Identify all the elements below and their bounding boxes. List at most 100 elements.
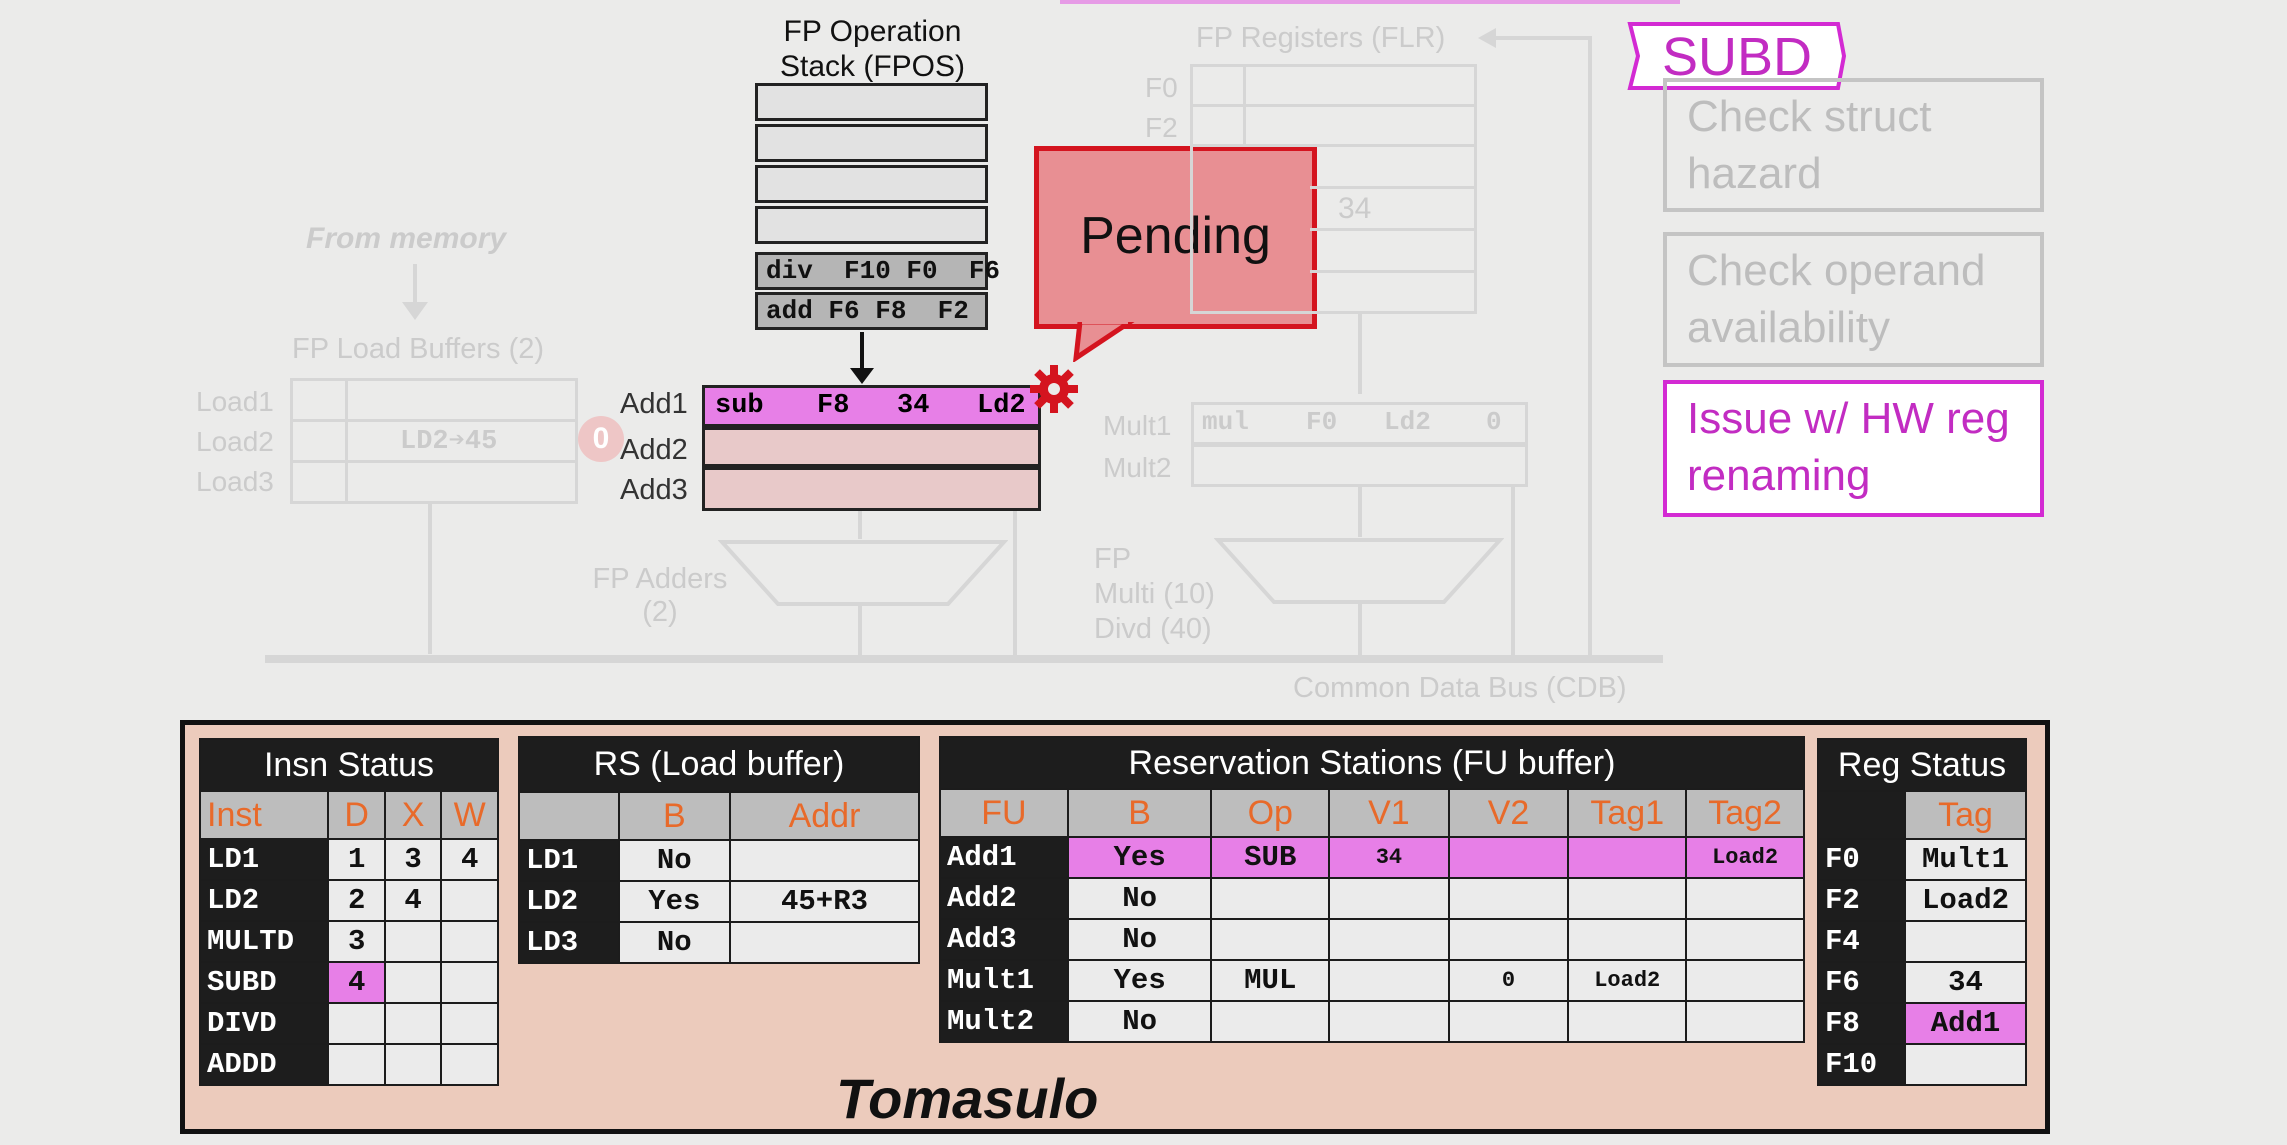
insn-cell (440, 1002, 499, 1045)
reservation-stations-title: Reservation Stations (FU buffer) (939, 736, 1805, 790)
rs-header-b: B (1066, 788, 1213, 838)
rs-cell (1685, 877, 1805, 920)
add1-dest: F8 (817, 391, 850, 421)
stage-2-text: Check operand availability (1687, 246, 1986, 352)
insn-cell: 1 (327, 838, 386, 881)
rs-row-label: Mult2 (939, 1000, 1069, 1043)
reg-status-row-label: F0 (1816, 838, 1907, 881)
stage-3-text: Issue w/ HW reg renaming (1687, 394, 2010, 500)
insn-header-d: D (327, 790, 386, 840)
insn-cell (440, 1043, 499, 1086)
load-buffer-row-3 (290, 460, 578, 504)
cdb-up-line (1588, 36, 1592, 658)
reg-status-title: Reg Status (1817, 738, 2027, 792)
insn-cell: 4 (440, 838, 499, 881)
rs-cell: 0 (1447, 959, 1570, 1002)
reg-label-f2: F2 (1145, 112, 1178, 143)
fpos-title-line2: Stack (FPOS) (779, 50, 966, 83)
mult1-dest: F0 (1306, 407, 1338, 437)
reg-arrow-head (1478, 28, 1496, 48)
rs-cell (1567, 877, 1688, 920)
subd-tag-frame (1627, 22, 1847, 90)
mult1-label: Mult1 (1103, 410, 1172, 441)
rs-cell (1210, 877, 1331, 920)
load2-label: Load2 (196, 426, 274, 457)
reg-value: 34 (1338, 192, 1372, 225)
add1-v1: 34 (897, 391, 930, 421)
fp-registers-box (1190, 64, 1477, 314)
rs-cell-highlight: 34 (1328, 836, 1450, 879)
mult1-station: mul F0 Ld2 0 (1191, 402, 1528, 445)
add1-tag: Ld2 (977, 391, 1026, 421)
mult1-src: Ld2 (1384, 407, 1431, 437)
stage-check-operand-availability: Check operand availability (1663, 232, 2044, 367)
memory-arrow-head (402, 302, 428, 320)
insn-cell-highlight: 4 (327, 961, 386, 1004)
rs-row-label: Add1 (939, 836, 1069, 879)
common-data-bus (265, 655, 1663, 663)
reg-label-f0: F0 (1145, 72, 1178, 103)
insn-status-title: Insn Status (199, 738, 499, 792)
rs-cell: No (1066, 1000, 1213, 1043)
rs-cell-highlight: Load2 (1685, 836, 1805, 879)
load-buffer-table: RS (Load buffer) B Addr LD1 No LD2 Yes 4… (518, 736, 920, 964)
insn-row-label: SUBD (198, 961, 330, 1004)
reg-status-row-label: F2 (1816, 879, 1907, 922)
fpos-entry-add: add F6 F8 F2 (755, 292, 988, 330)
pending-callout-text: Pending (1080, 207, 1271, 265)
mult2-station (1191, 444, 1528, 487)
rs-cell (1328, 1000, 1450, 1043)
insn-cell (327, 1002, 386, 1045)
reg-row-line (1310, 186, 1477, 189)
add1-station: sub F8 34 Ld2 (702, 385, 1041, 427)
reg-status-table: Reg Status Tag F0 Mult1 F2 Load2 F4 F6 3… (1816, 738, 2027, 1086)
cdb-label: Common Data Bus (CDB) (1293, 672, 1627, 704)
load-buffer-row-label: LD1 (518, 839, 620, 882)
load-buffer-header-addr: Addr (729, 791, 920, 841)
mult1-v2: 0 (1486, 407, 1502, 437)
load-buffer-header-blank (518, 791, 620, 841)
adder-feedback-line (1013, 511, 1017, 656)
insn-cell: 3 (327, 920, 386, 963)
rs-header-tag1: Tag1 (1567, 788, 1688, 838)
fp-registers-title: FP Registers (FLR) (1196, 22, 1446, 54)
reg-row-line (1190, 104, 1477, 107)
fpos-entry-div: div F10 F0 F6 (755, 252, 1000, 290)
adder-out-line (858, 604, 862, 656)
mult-out-line (1358, 604, 1362, 656)
insn-cell (327, 1043, 386, 1086)
load-buffer-cell: No (617, 921, 732, 964)
add2-label: Add2 (620, 434, 688, 466)
rs-cell (1685, 959, 1805, 1002)
fp-adders-shape (718, 540, 1008, 606)
rs-cell (1447, 1000, 1570, 1043)
add1-op: sub (715, 391, 764, 421)
memory-arrow-line (413, 264, 417, 306)
rs-cell: Yes (1066, 959, 1213, 1002)
insn-status-table: Insn Status Inst D X W LD1 1 3 4 LD2 2 4… (198, 738, 499, 1086)
rs-header-v1: V1 (1328, 788, 1450, 838)
insn-row-label: DIVD (198, 1002, 330, 1045)
subd-tag-text: SUBD (1662, 27, 1813, 87)
insn-cell: 3 (383, 838, 443, 881)
rs-cell: No (1066, 877, 1213, 920)
load-buffer-cell: 45+R3 (729, 880, 920, 923)
load-buffer-table-title: RS (Load buffer) (518, 736, 920, 793)
add3-label: Add3 (620, 474, 688, 506)
load3-label: Load3 (196, 466, 274, 497)
insn-cell (383, 920, 443, 963)
load-buffer-cell: No (617, 839, 732, 882)
load-buffer-row-1 (290, 378, 578, 422)
gear-icon (1030, 365, 1078, 413)
load-buffer-divider (345, 378, 348, 504)
rs-cell (1567, 918, 1688, 961)
insn-header-w: W (440, 790, 499, 840)
load-buffer-row-label: LD3 (518, 921, 620, 964)
reg-status-row-label: F8 (1816, 1002, 1907, 1045)
pending-callout: Pending (1034, 146, 1317, 329)
load-buffer-cell (729, 839, 920, 882)
rs-cell (1328, 918, 1450, 961)
insn-cell: 2 (327, 879, 386, 922)
load1-label: Load1 (196, 386, 274, 417)
add3-station (702, 467, 1041, 511)
